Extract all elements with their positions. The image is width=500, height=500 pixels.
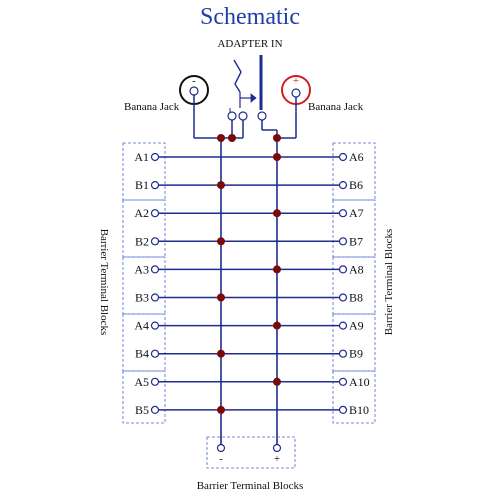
terminal-row: B4 B9: [135, 347, 363, 361]
left-terminal-label: A5: [134, 375, 149, 389]
left-terminal-label: A4: [134, 319, 149, 333]
junction-dot: [217, 237, 225, 246]
left-terminal-label: A2: [134, 206, 149, 220]
right-terminal-pin: [338, 349, 348, 358]
right-terminal-label: B6: [349, 178, 363, 192]
bottom-plus-sign: +: [274, 453, 280, 465]
adapter-pins: [227, 111, 267, 121]
junction-dot: [273, 377, 281, 386]
left-terminal-label: B2: [135, 234, 149, 248]
schematic-title: Schematic: [200, 4, 300, 30]
right-terminal-pin: [338, 321, 348, 330]
right-terminal-pin: [338, 181, 348, 190]
adapter-connector-symbol: [229, 55, 263, 112]
terminal-row: B1 B6: [135, 178, 363, 192]
bottom-terminal-box: [206, 436, 296, 469]
junction-dot: [217, 293, 225, 302]
terminal-row: B5 B10: [135, 403, 369, 417]
terminal-row: B3 B8: [135, 291, 363, 305]
left-terminal-pin: [150, 181, 160, 190]
left-terminal-label: B1: [135, 178, 149, 192]
left-block-label: Barrier Terminal Blocks: [98, 229, 110, 336]
right-terminal-pin: [338, 152, 348, 162]
junction-dot: [217, 181, 225, 190]
left-terminal-pin: [150, 237, 160, 246]
right-terminal-pin: [338, 293, 348, 302]
terminal-row: A1 A6: [134, 150, 363, 164]
minus-sign: -: [192, 75, 196, 87]
right-terminal-pin: [338, 209, 348, 218]
left-terminal-pin: [150, 152, 160, 162]
right-terminal-label: A9: [349, 319, 364, 333]
bottom-terminals: - +: [216, 443, 282, 465]
left-terminal-pin: [150, 293, 160, 302]
left-terminal-pin: [150, 405, 160, 414]
bottom-block-label: Barrier Terminal Blocks: [197, 480, 304, 492]
adapter-in-label: ADAPTER IN: [217, 38, 282, 50]
right-terminal-label: B8: [349, 291, 363, 305]
right-terminal-label: B9: [349, 347, 363, 361]
junction-dot: [217, 405, 225, 414]
left-terminal-label: B3: [135, 291, 149, 305]
right-terminal-label: A7: [349, 206, 364, 220]
banana-jack-right-label: Banana Jack: [308, 101, 364, 113]
right-terminal-label: B7: [349, 234, 363, 248]
left-terminal-pin: [150, 265, 160, 274]
bottom-minus-sign: -: [219, 453, 223, 465]
right-terminal-label: B10: [349, 403, 369, 417]
left-terminal-label: B4: [135, 347, 149, 361]
plus-sign: +: [293, 75, 299, 87]
right-terminal-label: A10: [349, 375, 370, 389]
left-terminal-label: A3: [134, 262, 149, 276]
junction-dot: [273, 153, 281, 161]
left-terminal-pin: [150, 349, 160, 358]
right-terminal-pin: [338, 377, 348, 386]
left-terminal-boxes: [122, 142, 166, 424]
junction-dot: [273, 265, 281, 274]
right-terminal-label: A6: [349, 150, 364, 164]
terminal-row: A3 A8: [134, 262, 363, 276]
right-terminal-pin: [338, 265, 348, 274]
left-terminal-pin: [150, 377, 160, 386]
left-terminal-label: B5: [135, 403, 149, 417]
banana-jack-left-label: Banana Jack: [124, 101, 180, 113]
right-block-label: Barrier Terminal Blocks: [383, 229, 395, 336]
right-terminal-boxes: [332, 142, 376, 424]
left-terminal-label: A1: [134, 150, 149, 164]
junction-dot: [273, 321, 281, 330]
terminal-row: B2 B7: [135, 234, 363, 248]
terminal-row: A4 A9: [134, 319, 363, 333]
terminal-row: A5 A10: [134, 375, 369, 389]
right-terminal-pin: [338, 405, 348, 414]
left-terminal-pin: [150, 321, 160, 330]
right-terminal-label: A8: [349, 262, 364, 276]
junction-dot: [273, 209, 281, 218]
right-terminal-pin: [338, 237, 348, 246]
top-junctions: [217, 134, 281, 142]
left-terminal-pin: [150, 209, 160, 218]
terminal-row: A2 A7: [134, 206, 363, 220]
junction-dot: [217, 349, 225, 358]
